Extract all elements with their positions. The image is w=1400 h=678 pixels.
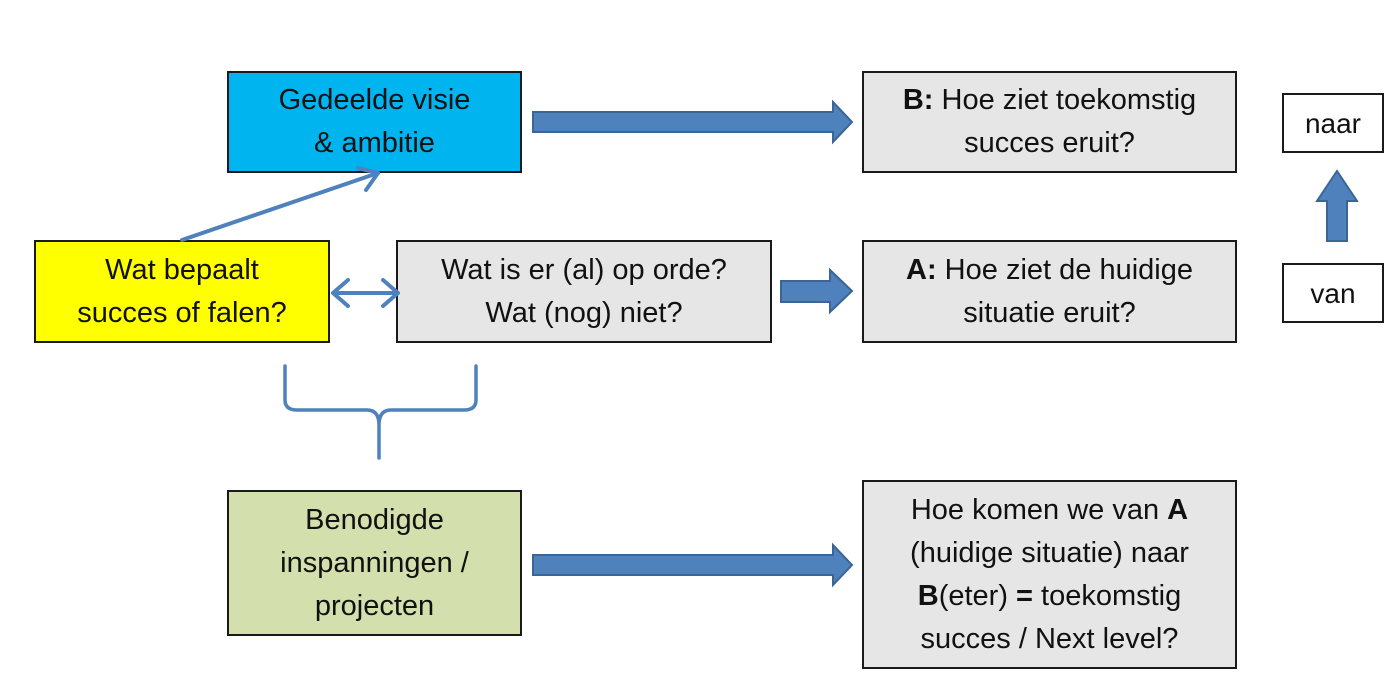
visie-ambitie-box: Gedeelde visie & ambitie bbox=[227, 71, 522, 173]
visie-line2: & ambitie bbox=[314, 127, 435, 159]
arrow-visie-to-b bbox=[532, 99, 854, 145]
van-label: van bbox=[1310, 277, 1356, 309]
bepaalt-line2: succes of falen? bbox=[77, 296, 287, 329]
op-orde-box: Wat is er (al) op orde? Wat (nog) niet? bbox=[396, 240, 772, 343]
curly-brace bbox=[283, 364, 478, 460]
vab-a-label: A bbox=[1167, 493, 1189, 526]
arrowhead-bepaalt-to-visie bbox=[356, 166, 380, 192]
a-line1-rest: Hoe ziet de huidige bbox=[936, 253, 1193, 286]
naar-label: naar bbox=[1304, 107, 1362, 139]
b-line2: succes eruit? bbox=[964, 127, 1135, 159]
b-line1: B: Hoe ziet toekomstig bbox=[903, 79, 1196, 122]
a-line2: situatie eruit? bbox=[963, 296, 1136, 329]
vab-equals: = bbox=[1016, 579, 1033, 612]
a-huidig-box: A: Hoe ziet de huidige situatie eruit? bbox=[862, 240, 1237, 343]
vab-line3-mid: (eter) bbox=[938, 579, 1017, 612]
b-toekomst-box: B: Hoe ziet toekomstig succes eruit? bbox=[862, 71, 1237, 173]
bepaalt-line1: Wat bepaalt bbox=[105, 253, 259, 286]
insp-line2: inspanningen / bbox=[280, 546, 469, 579]
orde-line1: Wat is er (al) op orde? bbox=[441, 253, 727, 286]
a-label: A: bbox=[906, 253, 937, 286]
vab-line3: B(eter) = toekomstig bbox=[918, 575, 1182, 618]
vab-line4: succes / Next level? bbox=[920, 622, 1179, 655]
van-box: van bbox=[1282, 263, 1384, 323]
line-bepaalt-to-visie bbox=[180, 171, 380, 242]
arrow-inspanningen-to-vab bbox=[532, 542, 854, 588]
visie-line1: Gedeelde visie bbox=[278, 84, 471, 116]
b-line1-rest: Hoe ziet toekomstig bbox=[933, 84, 1197, 116]
vab-line3-rest: toekomstig bbox=[1032, 579, 1182, 612]
arrow-van-to-naar bbox=[1315, 169, 1359, 242]
vab-line2: (huidige situatie) naar bbox=[910, 536, 1189, 569]
vab-line1: Hoe komen we van A bbox=[911, 489, 1188, 532]
vab-b-label: B bbox=[917, 579, 939, 612]
insp-line3: projecten bbox=[314, 589, 435, 622]
vab-line1-pre: Hoe komen we van bbox=[910, 493, 1168, 526]
inspanningen-box: Benodigde inspanningen / projecten bbox=[227, 490, 522, 636]
double-arrow-left-head bbox=[331, 278, 350, 308]
orde-line2: Wat (nog) niet? bbox=[485, 296, 683, 329]
double-arrow-right-head bbox=[381, 278, 400, 308]
insp-line1: Benodigde bbox=[305, 503, 444, 536]
b-label: B: bbox=[902, 84, 934, 116]
van-a-naar-b-box: Hoe komen we van A (huidige situatie) na… bbox=[862, 480, 1237, 669]
arrow-orde-to-a bbox=[780, 267, 854, 315]
naar-box: naar bbox=[1282, 93, 1384, 153]
a-line1: A: Hoe ziet de huidige bbox=[906, 249, 1193, 292]
